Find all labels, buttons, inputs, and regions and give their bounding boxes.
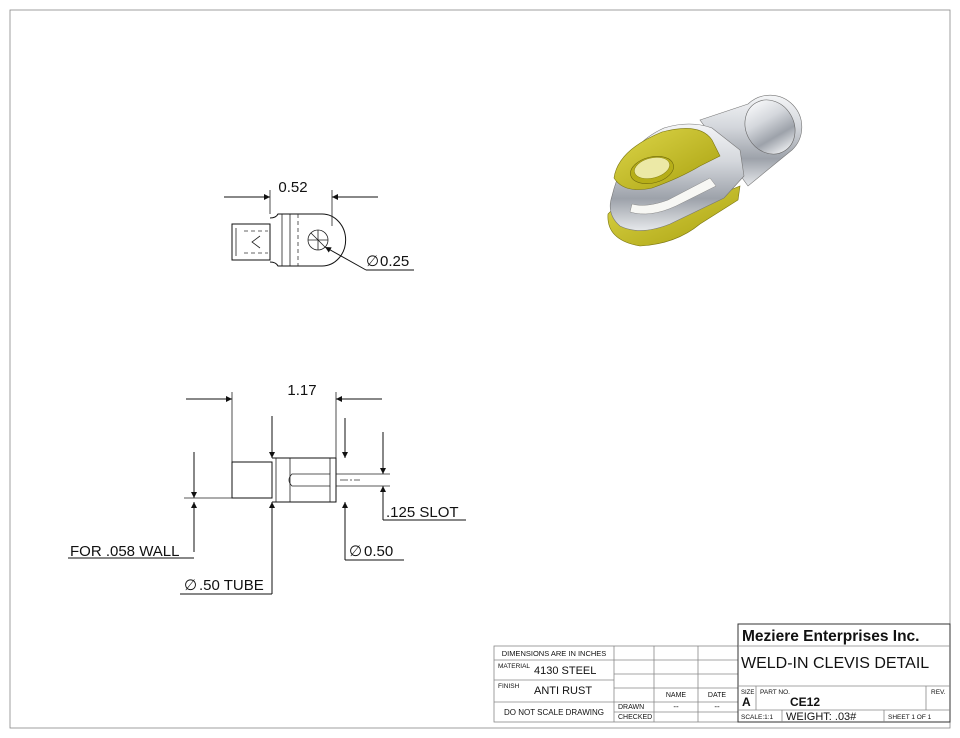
dim-end-symbol: ∅ — [349, 543, 362, 560]
drawn-label: DRAWN — [618, 704, 644, 711]
sheet-border — [9, 9, 951, 729]
drawn-name: -- — [673, 702, 679, 711]
dimensions-note: DIMENSIONS ARE IN INCHES — [502, 649, 607, 658]
clevis-3d-render — [607, 94, 803, 247]
rev-label: REV. — [931, 689, 946, 696]
title-block: DIMENSIONS ARE IN INCHES MATERIAL 4130 S… — [493, 623, 951, 723]
drawing-title: WELD-IN CLEVIS DETAIL — [741, 655, 929, 672]
weight-label: WEIGHT: .03# — [786, 711, 857, 723]
no-scale-note: DO NOT SCALE DRAWING — [504, 708, 604, 717]
dim-length-label: 1.17 — [287, 382, 316, 399]
drawn-date: -- — [714, 702, 720, 711]
dim-tube-symbol: ∅ — [184, 577, 197, 594]
dim-wall-label: FOR .058 WALL — [70, 543, 179, 560]
dim-slot-label: .125 SLOT — [386, 504, 459, 521]
company-name: Meziere Enterprises Inc. — [742, 628, 919, 645]
size-value: A — [742, 695, 751, 709]
material-label: MATERIAL — [498, 663, 530, 670]
date-header: DATE — [708, 692, 726, 699]
top-view: 0.52 ∅ 0.25 — [224, 179, 414, 271]
dim-hole-label: 0.25 — [380, 253, 409, 270]
side-view: 1.17 FOR .058 WALL ∅ .50 TUBE ∅ 0.50 .12… — [68, 382, 466, 595]
scale-label: SCALE:1:1 — [741, 714, 774, 721]
finish-label: FINISH — [498, 683, 520, 690]
sheet-label: SHEET 1 OF 1 — [888, 714, 932, 721]
size-label: SIZE — [741, 690, 754, 696]
dim-width-label: 0.52 — [278, 179, 307, 196]
dim-hole-symbol: ∅ — [366, 253, 379, 270]
finish-value: ANTI RUST — [534, 685, 592, 697]
part-no-label: PART NO. — [760, 689, 790, 696]
name-header: NAME — [666, 692, 687, 699]
material-value: 4130 STEEL — [534, 665, 596, 677]
dim-end-dia-label: 0.50 — [364, 543, 393, 560]
part-no-value: CE12 — [790, 695, 820, 709]
dim-tube-label: .50 TUBE — [199, 577, 264, 594]
checked-label: CHECKED — [618, 714, 652, 721]
